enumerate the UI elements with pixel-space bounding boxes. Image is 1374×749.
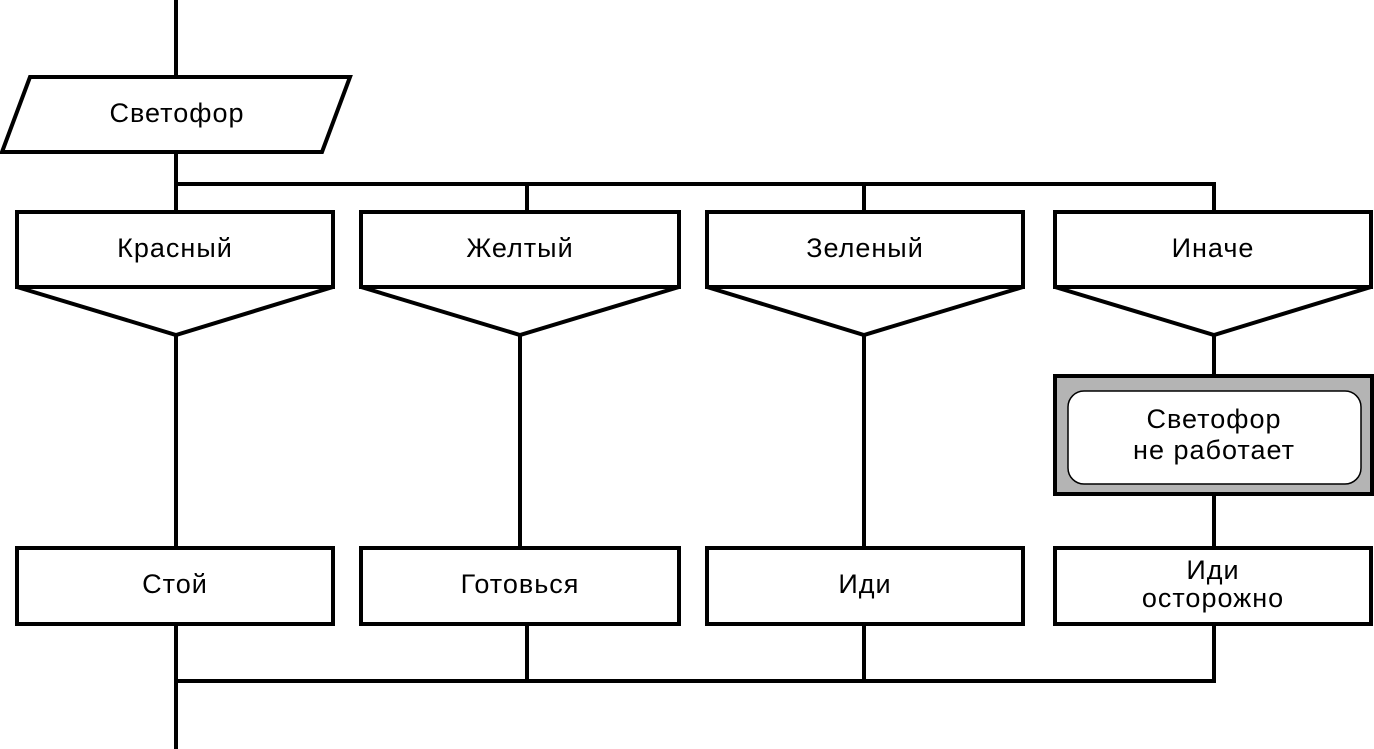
case-box [15, 210, 335, 289]
action-box [359, 546, 681, 626]
case-triangle [1054, 285, 1372, 338]
case-box [1053, 210, 1373, 289]
case-label: Красный [117, 233, 233, 263]
action-label: Иди [1186, 555, 1239, 585]
input-parallelogram: Светофор [0, 75, 353, 154]
action-box [1053, 546, 1373, 626]
case-triangle [706, 285, 1024, 338]
case-label: Иначе [1172, 233, 1255, 263]
case-box [705, 210, 1025, 289]
case-triangle [360, 285, 680, 338]
case-triangle [16, 285, 334, 338]
subroutine-line-2: не работает [1133, 435, 1295, 465]
case-label: Зеленый [806, 233, 924, 263]
case-label: Желтый [466, 233, 573, 263]
input-label: Светофор [110, 98, 245, 128]
case-box [359, 210, 681, 289]
subroutine-line-1: Светофор [1147, 404, 1282, 434]
action-box [15, 546, 335, 626]
subroutine-block: Светофор не работает [1053, 374, 1374, 496]
action-label: Готовься [461, 569, 580, 599]
action-label: Стой [142, 569, 208, 599]
action-label: Иди [838, 569, 891, 599]
action-label: осторожно [1142, 583, 1284, 613]
